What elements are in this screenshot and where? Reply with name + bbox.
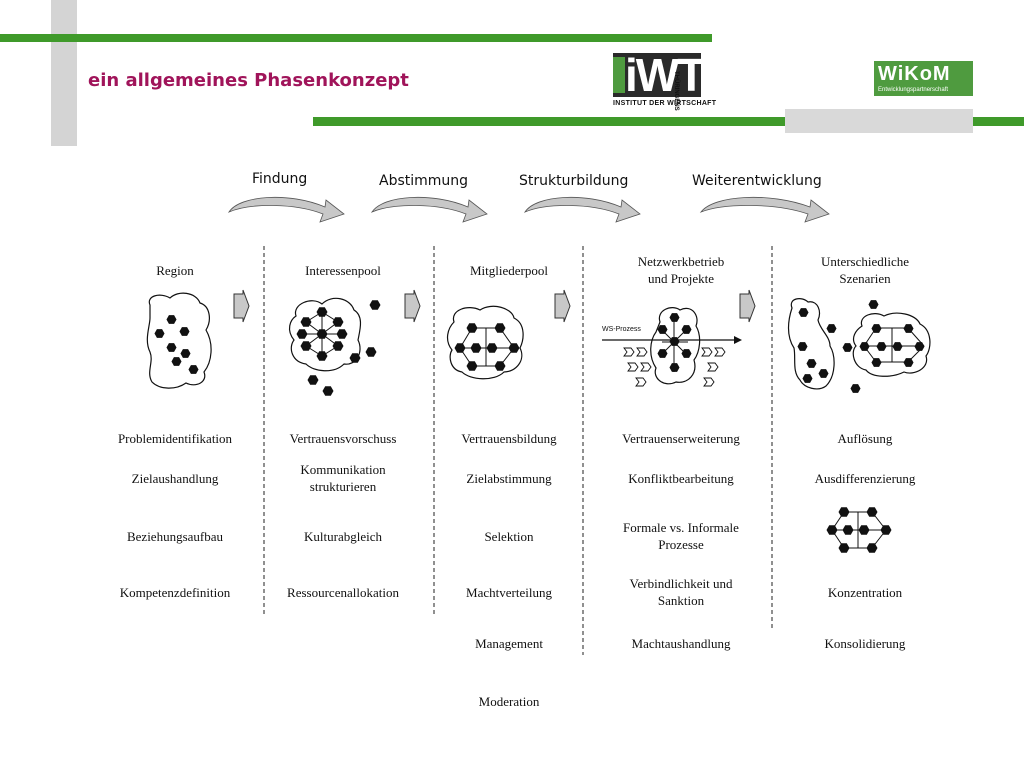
cell-r6-c3: Moderation [478,694,540,709]
phase-arrow-4 [699,196,830,223]
phase-label-strukturbildung: Strukturbildung [519,173,629,189]
stage-arrow-3 [554,289,571,323]
iwt-logo-word: iWT [625,49,705,101]
cell-r1-c3: Vertrauensbildung [461,431,557,446]
cell-r2-c1: Zielaushandlung [131,471,219,486]
right-gray-bar [785,109,973,133]
phase-label-findung: Findung [252,171,308,187]
stage-arrow-1 [233,289,250,323]
konzentration-cluster-graphic [826,507,892,553]
cell-r5-c5: Konsolidierung [824,636,906,651]
phase-arrow-1 [227,196,345,223]
cell-r5-c3: Management [475,636,543,651]
iwt-logo-subtitle: INSTITUT DER WIRTSCHAFT [613,100,717,107]
iwt-logo: iWT INSTITUT DER WIRTSCHAFT THÜRINGENS [613,49,717,111]
cell-r5-c4: Machtaushandlung [631,636,731,651]
cell-r1-c1: Problemidentifikation [117,431,233,446]
cell-r2-c2: Kommunikation strukturieren [300,462,386,494]
stage-netzwerkbetrieb-graphic [602,307,742,387]
stage-region-graphic [146,292,212,389]
cell-r3-c2: Kulturabgleich [304,529,382,544]
cell-r1-c5: Auflösung [837,431,893,446]
cell-r4-c5: Konzentration [827,585,903,600]
stage-mitgliederpool-graphic [446,305,524,380]
cell-r3-c3: Selektion [484,529,534,544]
cell-r1-c2: Vertrauensvorschuss [289,431,397,446]
cell-r3-c1: Beziehungsaufbau [126,529,224,544]
column-separators [263,246,773,655]
ws-prozess-label: WS-Prozess [602,326,641,333]
cell-r4-c3: Machtverteilung [466,585,552,600]
phase-arrow-2 [370,196,488,223]
wikom-logo: WiKoM Entwicklungspartnerschaft [874,61,973,96]
cell-r2-c4: Konfliktbearbeitung [628,471,734,486]
wikom-logo-word: WiKoM [878,63,951,85]
stage-label-mitgliederpool: Mitgliederpool [470,263,548,278]
cell-r1-c4: Vertrauenserweiterung [622,431,740,446]
left-gray-bar [51,0,77,146]
cell-r4-c2: Ressourcenallokation [287,585,399,600]
stage-arrows [233,289,756,323]
cell-r2-c5: Ausdifferenzierung [814,471,916,486]
bottom-green-line [313,117,1024,126]
cell-r3-c4: Formale vs. Informale Prozesse [623,520,739,552]
cell-r4-c1: Kompetenzdefinition [119,585,231,600]
cell-r2-c3: Zielabstimmung [466,471,552,486]
stage-interessenpool-graphic [288,297,381,396]
stage-label-szenarien: Unterschiedliche Szenarien [820,254,910,286]
stage-label-region: Region [156,263,194,278]
phase-label-abstimmung: Abstimmung [379,173,469,189]
stage-arrow-2 [404,289,421,323]
cell-r4-c4: Verbindlichkeit und Sanktion [629,576,733,608]
phase-arrow-3 [523,196,641,223]
phase-label-weiterentwicklung: Weiterentwicklung [692,173,822,189]
stage-label-netzwerkbetrieb: Netzwerkbetrieb und Projekte [637,254,725,286]
wikom-logo-subtitle: Entwicklungspartnerschaft [878,87,949,93]
stage-arrow-4 [739,289,756,323]
stage-label-interessenpool: Interessenpool [305,263,381,278]
top-green-line [0,34,712,42]
stage-szenarien-graphic [787,298,931,393]
page-title: ein allgemeines Phasenkonzept [88,70,409,91]
